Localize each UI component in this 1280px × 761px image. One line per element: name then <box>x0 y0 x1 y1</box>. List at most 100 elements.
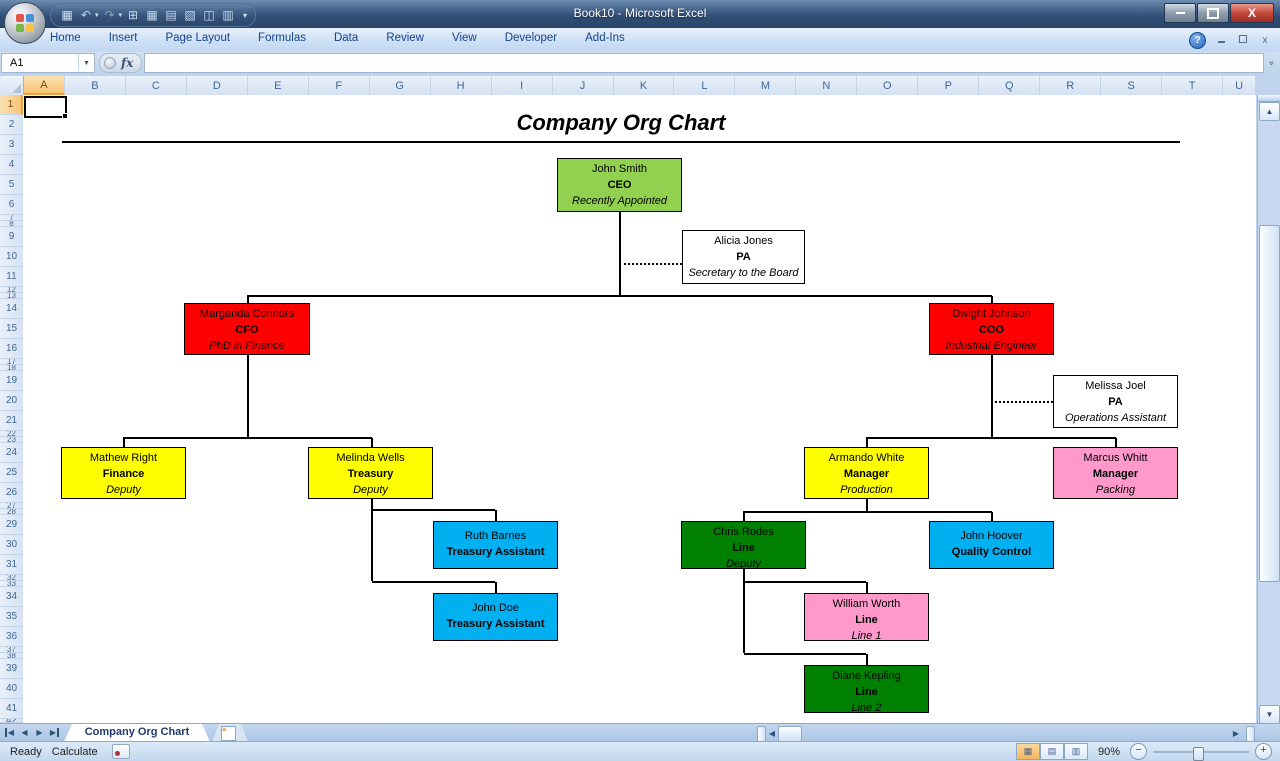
row-header-40[interactable]: 40 <box>0 679 23 699</box>
row-header-42[interactable]: 42 <box>0 719 23 723</box>
row-header-25[interactable]: 25 <box>0 463 23 483</box>
row-header-32[interactable]: 32 <box>0 575 23 581</box>
redo-icon[interactable]: ↷ <box>104 8 115 22</box>
row-header-1[interactable]: 1 <box>0 95 23 115</box>
row-header-7[interactable]: 7 <box>0 215 23 221</box>
vertical-scrollbar[interactable]: ▲ ▼ <box>1257 95 1280 724</box>
ribbon-tab-add-ins[interactable]: Add-Ins <box>585 32 625 44</box>
previous-sheet-icon[interactable]: ◀ <box>21 728 28 737</box>
column-header-O[interactable]: O <box>857 76 919 95</box>
zoom-out-button[interactable]: − <box>1130 743 1147 760</box>
workbook-minimize-button[interactable] <box>1214 35 1228 46</box>
column-header-H[interactable]: H <box>431 76 492 95</box>
row-header-13[interactable]: 13 <box>0 293 23 299</box>
print-preview-icon[interactable]: ◫ <box>203 8 215 22</box>
column-header-P[interactable]: P <box>918 76 980 95</box>
minimize-button[interactable] <box>1164 3 1196 23</box>
insert-worksheet-tab[interactable]: * <box>212 724 248 742</box>
name-box-dropdown-icon[interactable]: ▼ <box>78 55 94 71</box>
qat-customize-icon[interactable]: ▾ <box>243 10 248 20</box>
row-header-37[interactable]: 37 <box>0 647 23 653</box>
row-header-36[interactable]: 36 <box>0 627 23 647</box>
ribbon-tab-home[interactable]: Home <box>50 32 81 44</box>
column-header-T[interactable]: T <box>1162 76 1224 95</box>
column-header-U[interactable]: U <box>1223 76 1257 95</box>
row-header-16[interactable]: 16 <box>0 339 23 359</box>
zoom-level[interactable]: 90% <box>1097 745 1121 758</box>
row-header-12[interactable]: 12 <box>0 287 23 293</box>
column-header-A[interactable]: A <box>23 76 65 95</box>
column-header-Q[interactable]: Q <box>979 76 1041 95</box>
active-cell-selection[interactable] <box>24 96 68 119</box>
name-box[interactable]: A1 ▼ <box>1 53 95 73</box>
column-header-K[interactable]: K <box>614 76 675 95</box>
undo-icon-dropdown[interactable]: ▾ <box>95 12 99 19</box>
table-icon[interactable]: ▦ <box>146 8 158 22</box>
row-header-10[interactable]: 10 <box>0 247 23 267</box>
workbook-close-button[interactable]: x <box>1262 35 1268 46</box>
scroll-left-icon[interactable]: ◀ <box>768 728 776 738</box>
column-header-G[interactable]: G <box>370 76 431 95</box>
last-sheet-icon[interactable]: ▶ <box>47 725 62 740</box>
ribbon-tab-formulas[interactable]: Formulas <box>258 32 306 44</box>
row-header-4[interactable]: 4 <box>0 155 23 175</box>
undo-icon[interactable]: ↶ <box>80 8 92 22</box>
row-header-41[interactable]: 41 <box>0 699 23 719</box>
office-button[interactable] <box>4 2 46 44</box>
row-header-2[interactable]: 2 <box>0 115 23 135</box>
column-header-F[interactable]: F <box>309 76 370 95</box>
column-header-B[interactable]: B <box>65 76 126 95</box>
row-header-14[interactable]: 14 <box>0 299 23 319</box>
column-header-R[interactable]: R <box>1040 76 1102 95</box>
column-header-M[interactable]: M <box>735 76 797 95</box>
sheet-tab-active[interactable]: Company Org Chart <box>64 724 210 742</box>
formula-input[interactable] <box>144 53 1264 73</box>
column-header-J[interactable]: J <box>553 76 614 95</box>
row-header-20[interactable]: 20 <box>0 391 23 411</box>
row-header-11[interactable]: 11 <box>0 267 23 287</box>
row-header-35[interactable]: 35 <box>0 607 23 627</box>
ribbon-tab-developer[interactable]: Developer <box>504 32 558 44</box>
row-header-31[interactable]: 31 <box>0 555 23 575</box>
row-header-26[interactable]: 26 <box>0 483 23 503</box>
page-break-view-button[interactable]: ▥ <box>1064 743 1088 760</box>
column-header-E[interactable]: E <box>248 76 309 95</box>
close-button[interactable]: X <box>1230 3 1274 23</box>
row-header-27[interactable]: 27 <box>0 503 23 509</box>
row-header-38[interactable]: 38 <box>0 653 23 659</box>
macro-record-icon[interactable] <box>111 744 130 759</box>
ribbon-tab-review[interactable]: Review <box>386 32 424 44</box>
vertical-split-handle[interactable] <box>1258 95 1280 102</box>
row-header-17[interactable]: 17 <box>0 359 23 365</box>
save-icon[interactable]: ▦ <box>61 8 73 22</box>
row-header-23[interactable]: 23 <box>0 437 23 443</box>
row-header-6[interactable]: 6 <box>0 195 23 215</box>
column-header-C[interactable]: C <box>126 76 187 95</box>
quick-print-icon[interactable]: ▥ <box>222 8 234 22</box>
row-header-15[interactable]: 15 <box>0 319 23 339</box>
ribbon-tab-page-layout[interactable]: Page Layout <box>165 32 231 44</box>
row-header-8[interactable]: 8 <box>0 221 23 227</box>
row-header-22[interactable]: 22 <box>0 431 23 437</box>
help-icon[interactable]: ? <box>1189 32 1206 49</box>
row-header-5[interactable]: 5 <box>0 175 23 195</box>
column-header-N[interactable]: N <box>796 76 858 95</box>
first-sheet-icon[interactable]: ◀ <box>2 725 17 740</box>
column-header-L[interactable]: L <box>674 76 736 95</box>
fill-handle[interactable] <box>62 113 68 119</box>
workbook-restore-button[interactable] <box>1236 35 1250 46</box>
row-header-28[interactable]: 28 <box>0 509 23 515</box>
row-header-39[interactable]: 39 <box>0 659 23 679</box>
row-header-3[interactable]: 3 <box>0 135 23 155</box>
